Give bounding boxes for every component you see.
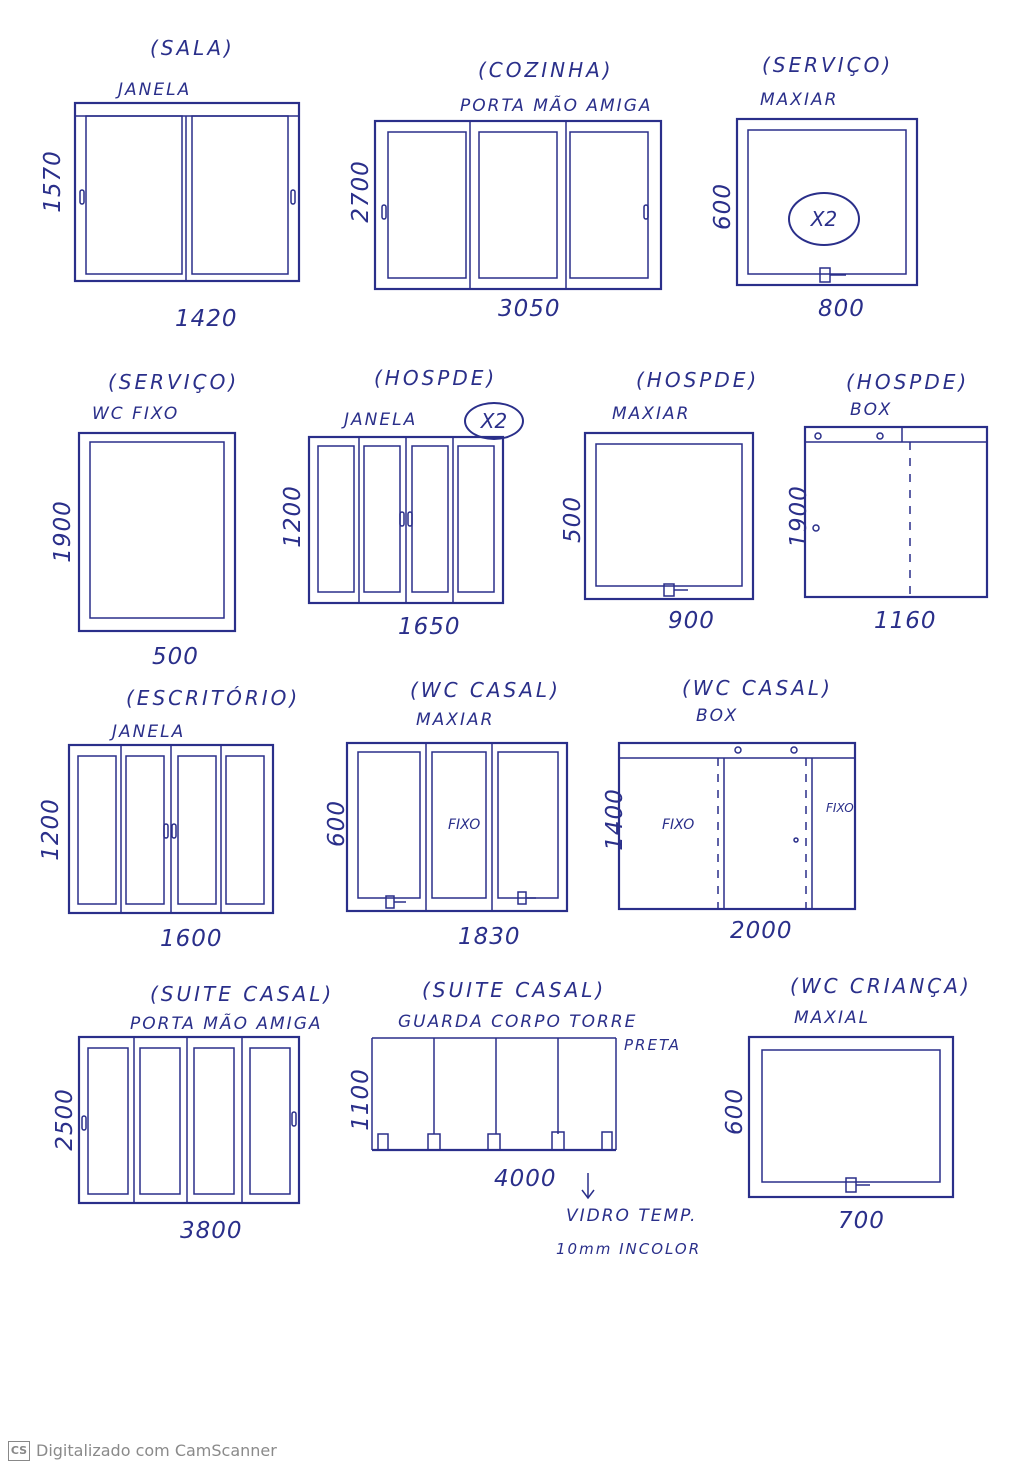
width-dimension: 3050 [498, 296, 561, 322]
height-dimension: 600 [323, 800, 350, 847]
width-dimension: 4000 [494, 1166, 557, 1192]
room-label: (HOSPDE) [636, 368, 760, 392]
scanner-footer: CS Digitalizado com CamScanner [0, 1432, 1018, 1469]
window-drawing-wc-crianca-maxial [747, 1035, 955, 1199]
width-dimension: 1830 [458, 924, 521, 950]
box-drawing-wc-casal [617, 741, 857, 911]
height-dimension: 1570 [39, 150, 66, 213]
scanner-watermark-text: Digitalizado com CamScanner [36, 1441, 277, 1460]
room-label: (ESCRITÓRIO) [126, 686, 301, 710]
glass-spec-note: VIDRO TEMP. [566, 1206, 698, 1226]
room-label: (COZINHA) [478, 58, 614, 82]
fixed-panel-label: FIXO [662, 817, 695, 833]
room-label: (WC CASAL) [682, 676, 833, 700]
quantity-badge: X2 [464, 402, 524, 440]
door-drawing-cozinha-porta [373, 119, 663, 291]
room-label: (WC CASAL) [410, 678, 561, 702]
window-drawing-escritorio-janela [67, 743, 275, 915]
glass-spec-note: 10mm INCOLOR [556, 1240, 702, 1258]
window-drawing-sala-janela [73, 101, 301, 283]
window-drawing-hospede-janela [307, 435, 505, 605]
height-dimension: 2500 [51, 1088, 78, 1151]
height-dimension: 1400 [601, 788, 628, 851]
window-type-label: JANELA [118, 80, 192, 100]
width-dimension: 800 [818, 296, 865, 322]
width-dimension: 1600 [160, 926, 223, 952]
window-drawing-hospede-maxiar [583, 431, 755, 601]
window-drawing-servico-wc-fixo [77, 431, 237, 633]
window-type-label: MAXIAL [794, 1008, 871, 1028]
width-dimension: 2000 [730, 918, 793, 944]
window-type-label: MAXIAR [612, 404, 691, 424]
window-drawing-servico-maxiar [735, 117, 919, 287]
room-label: (HOSPDE) [374, 366, 498, 390]
width-dimension: 700 [838, 1208, 885, 1234]
window-type-label: MAXIAR [760, 90, 839, 110]
height-dimension: 1100 [347, 1068, 374, 1131]
box-type-label: BOX [696, 706, 739, 726]
box-drawing-hospede [803, 425, 989, 599]
window-type-label: JANELA [344, 410, 418, 430]
room-label: (SERVIÇO) [762, 53, 894, 77]
fixed-panel-label: FIXO [826, 801, 854, 815]
window-type-label: JANELA [112, 722, 186, 742]
railing-drawing-suite-casal [371, 1037, 617, 1152]
width-dimension: 3800 [180, 1218, 243, 1244]
width-dimension: 900 [668, 608, 715, 634]
height-dimension: 1900 [785, 485, 812, 548]
height-dimension: 1200 [279, 485, 306, 548]
camscanner-logo: CS [8, 1440, 30, 1461]
height-dimension: 600 [721, 1088, 748, 1135]
window-type-label: WC FIXO [92, 404, 180, 424]
room-label: (SERVIÇO) [108, 370, 240, 394]
height-dimension: 1200 [37, 798, 64, 861]
window-drawing-wc-casal-maxiar [345, 741, 569, 913]
height-dimension: 2700 [347, 160, 374, 223]
width-dimension: 500 [152, 644, 199, 670]
room-label: (SUITE CASAL) [150, 982, 335, 1006]
room-label: (SUITE CASAL) [422, 978, 607, 1002]
railing-type-label: GUARDA CORPO TORRE [398, 1012, 638, 1032]
width-dimension: 1160 [874, 608, 937, 634]
door-type-label: PORTA MÃO AMIGA [460, 96, 653, 116]
railing-color-note: PRETA [624, 1036, 681, 1054]
room-label: (WC CRIANÇA) [790, 974, 972, 998]
quantity-badge: X2 [788, 192, 860, 246]
door-type-label: PORTA MÃO AMIGA [130, 1014, 323, 1034]
arrow-down-icon [581, 1173, 595, 1200]
door-drawing-suite-casal-porta [77, 1035, 301, 1205]
height-dimension: 600 [709, 183, 736, 230]
room-label: (SALA) [150, 36, 235, 60]
box-type-label: BOX [850, 400, 893, 420]
window-type-label: MAXIAR [416, 710, 495, 730]
width-dimension: 1420 [175, 306, 238, 332]
height-dimension: 500 [559, 496, 586, 543]
room-label: (HOSPDE) [846, 370, 970, 394]
fixed-panel-label: FIXO [448, 817, 481, 833]
width-dimension: 1650 [398, 614, 461, 640]
height-dimension: 1900 [49, 500, 76, 563]
